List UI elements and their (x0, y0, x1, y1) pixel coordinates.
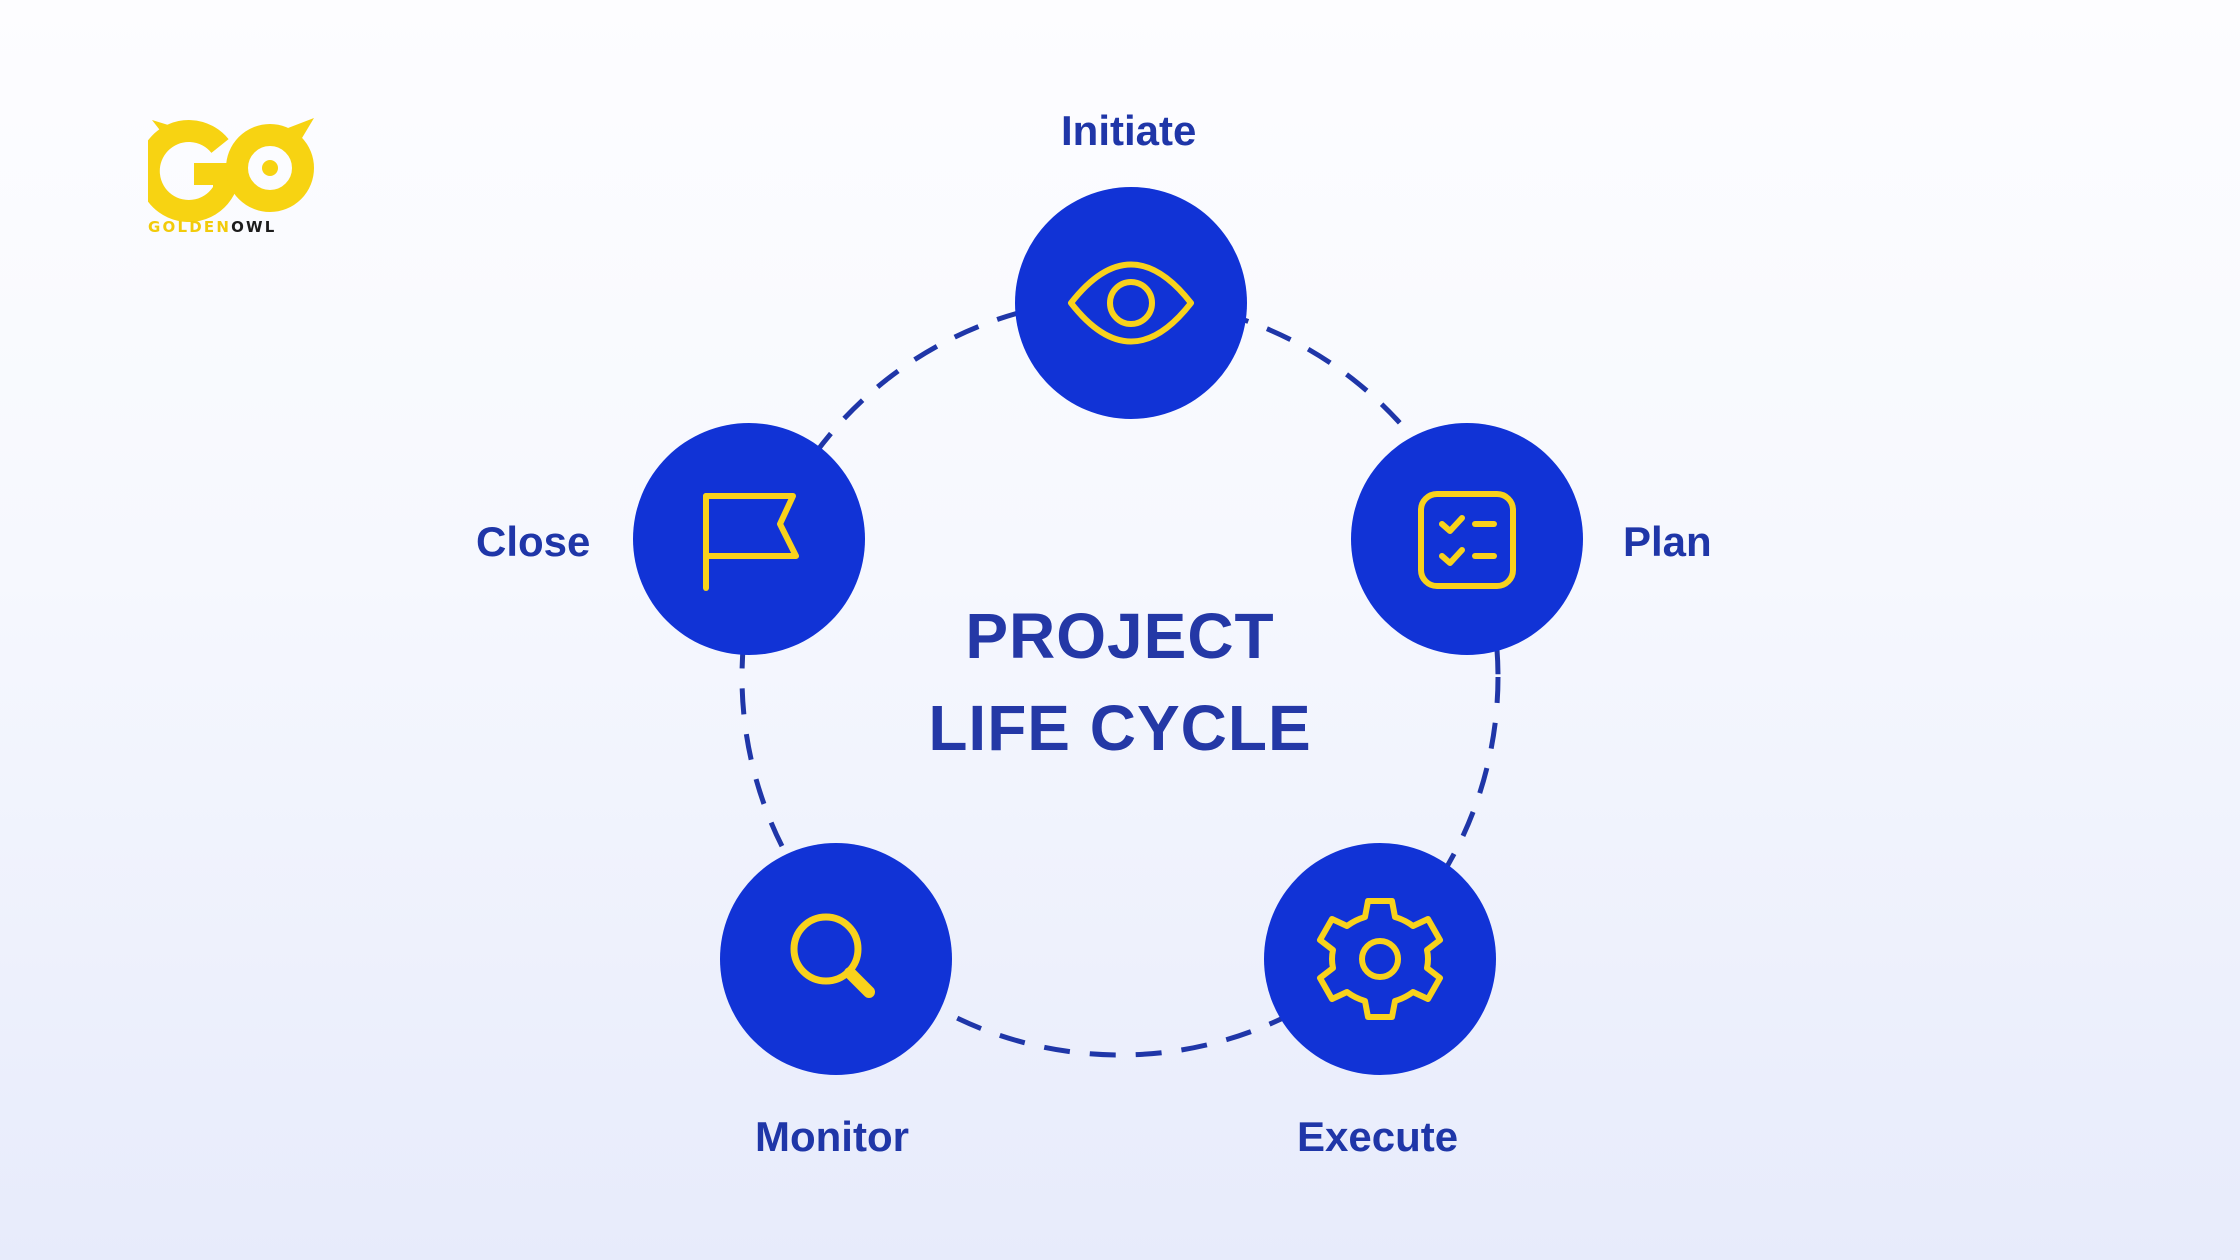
stage-node-close (633, 423, 865, 655)
stage-node-execute (1264, 843, 1496, 1075)
stage-node-plan (1351, 423, 1583, 655)
eye-icon (1068, 261, 1194, 345)
checklist-icon (1418, 491, 1516, 589)
center-title-line2: LIFE CYCLE (928, 692, 1312, 764)
center-title: PROJECT LIFE CYCLE (820, 590, 1420, 774)
center-title-line1: PROJECT (965, 600, 1275, 672)
brand-name-owl: OWL (231, 218, 277, 236)
brand-name: GOLDENOWL (148, 220, 277, 235)
gear-icon (1317, 898, 1443, 1020)
stage-node-monitor (720, 843, 952, 1075)
stage-label-monitor: Monitor (755, 1113, 909, 1160)
stage-label-initiate: Initiate (1061, 107, 1197, 154)
stage-label-execute: Execute (1297, 1113, 1459, 1160)
flag-icon (703, 493, 799, 591)
stage-label-close: Close (476, 518, 591, 565)
golden-owl-logo (148, 112, 318, 242)
brand-name-golden: GOLDEN (148, 218, 232, 236)
stage-node-initiate (1015, 187, 1247, 419)
owl-mark-icon (148, 118, 314, 222)
magnifier-icon (790, 913, 875, 998)
stage-label-plan: Plan (1623, 518, 1712, 565)
cycle-dashed-ring (739, 296, 1501, 1058)
